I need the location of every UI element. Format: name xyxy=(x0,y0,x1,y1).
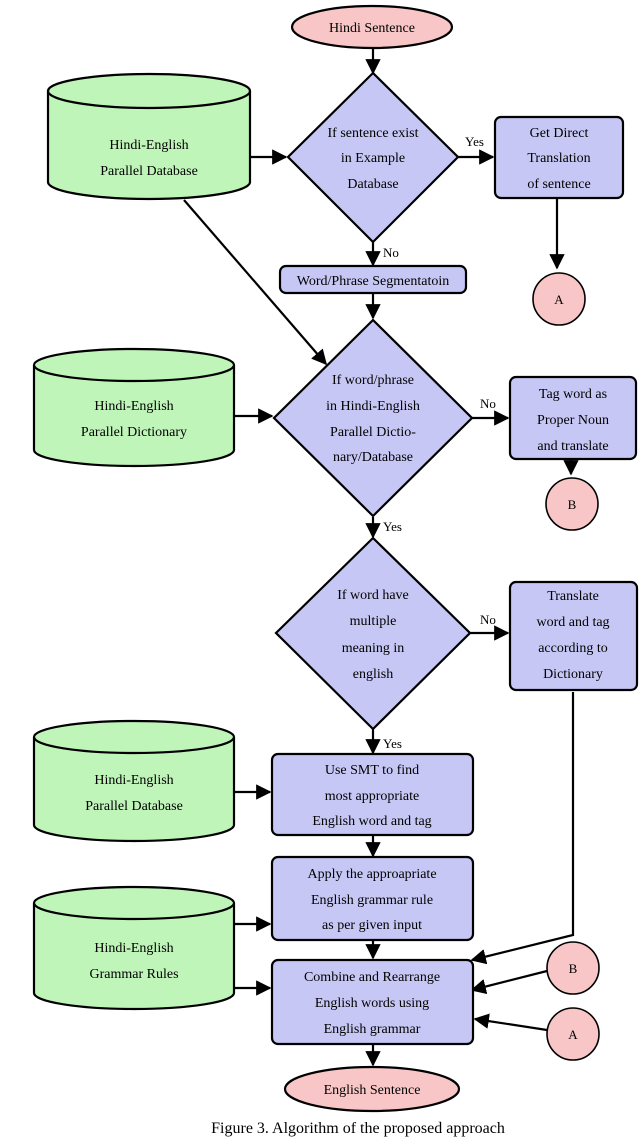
db2-label-line-2: Parallel Database xyxy=(85,799,183,814)
combine-line-1: Combine and Rearrange xyxy=(304,970,440,985)
connector-a-bottom-label: A xyxy=(568,1027,578,1042)
start-terminal: Hindi Sentence xyxy=(290,4,454,50)
edge-b-to-combine xyxy=(470,969,548,995)
connector-b-bottom: B xyxy=(546,941,600,995)
connector-a-bottom: A xyxy=(546,1007,600,1061)
rules-db-label-line-2: Grammar Rules xyxy=(89,967,178,982)
segmentation-box: Word/Phrase Segmentatoin xyxy=(278,264,468,295)
connector-b-top: B xyxy=(545,477,599,531)
end-label: English Sentence xyxy=(324,1083,421,1098)
translate-line-3: according to xyxy=(538,641,608,656)
db-grammar-rules: Hindi-English Grammar Rules xyxy=(32,885,236,1011)
translate-line-1: Translate xyxy=(547,589,599,604)
edge-label-no-3: No xyxy=(480,612,496,627)
end-terminal: English Sentence xyxy=(283,1065,461,1113)
edge-db1-to-dict-decision xyxy=(183,199,328,366)
grammar-line-2: English grammar rule xyxy=(311,893,433,908)
combine-box: Combine and Rearrange English words usin… xyxy=(270,958,475,1046)
edge-label-yes-3: Yes xyxy=(383,736,402,751)
edge-translate-to-combine xyxy=(470,692,575,965)
proper-line-3: and translate xyxy=(537,439,608,454)
start-label: Hindi Sentence xyxy=(329,21,415,36)
db-parallel-database-2: Hindi-English Parallel Database xyxy=(32,719,236,843)
use-smt-box: Use SMT to find most appropriate English… xyxy=(270,752,475,837)
db-parallel-dictionary: Hindi-English Parallel Dictionary xyxy=(32,347,236,468)
decision2-line-3: Parallel Dictio- xyxy=(330,425,416,440)
smt-line-3: English word and tag xyxy=(312,814,431,829)
combine-line-3: English grammar xyxy=(324,1022,421,1037)
dict-db-label-line-2: Parallel Dictionary xyxy=(81,425,187,440)
decision1-line-2: in Example xyxy=(341,151,405,166)
grammar-line-1: Apply the approapriate xyxy=(307,867,436,882)
edge-label-yes-1: Yes xyxy=(465,134,484,149)
translate-tag-box: Translate word and tag according to Dict… xyxy=(508,580,639,692)
direct-line-1: Get Direct xyxy=(530,126,589,141)
edge-label-yes-2: Yes xyxy=(383,519,402,534)
db1-label-line-1: Hindi-English xyxy=(109,138,188,153)
combine-line-2: English words using xyxy=(315,996,429,1011)
apply-grammar-box: Apply the approapriate English grammar r… xyxy=(270,855,475,942)
decision-dictionary: If word/phrase in Hindi-English Parallel… xyxy=(272,318,474,518)
rules-db-label-line-1: Hindi-English xyxy=(94,941,173,956)
decision-example-database: If sentence exist in Example Database xyxy=(286,71,460,244)
translate-line-4: Dictionary xyxy=(543,667,603,682)
grammar-line-3: as per given input xyxy=(322,918,422,933)
decision3-line-2: multiple xyxy=(350,614,397,629)
direct-translation-box: Get Direct Translation of sentence xyxy=(493,115,625,200)
direct-line-2: Translation xyxy=(527,151,590,166)
decision2-line-2: in Hindi-English xyxy=(326,399,420,414)
decision-multiple-meaning: If word have multiple meaning in english xyxy=(274,536,472,731)
decision1-line-3: Database xyxy=(347,177,398,192)
decision3-line-3: meaning in xyxy=(342,641,405,656)
edges xyxy=(183,48,579,1067)
db-parallel-database-1: Hindi-English Parallel Database xyxy=(46,72,252,201)
decision3-line-4: english xyxy=(353,667,393,682)
decision1-line-1: If sentence exist xyxy=(328,126,419,141)
decision2-line-1: If word/phrase xyxy=(332,373,414,388)
decision2-line-4: nary/Database xyxy=(333,450,413,465)
smt-line-1: Use SMT to find xyxy=(325,763,419,778)
segmentation-label: Word/Phrase Segmentatoin xyxy=(297,274,449,289)
translate-line-2: word and tag xyxy=(536,615,609,630)
proper-line-1: Tag word as xyxy=(539,387,607,402)
proper-noun-box: Tag word as Proper Noun and translate xyxy=(508,375,638,461)
edge-a-to-combine xyxy=(473,1013,548,1032)
proper-line-2: Proper Noun xyxy=(537,413,609,428)
db1-label-line-2: Parallel Database xyxy=(100,164,198,179)
db2-label-line-1: Hindi-English xyxy=(94,773,173,788)
edge-label-no-2: No xyxy=(480,396,496,411)
smt-line-2: most appropriate xyxy=(325,789,419,804)
connector-a-top: A xyxy=(532,272,586,326)
dict-db-label-line-1: Hindi-English xyxy=(94,399,173,414)
connector-b-bottom-label: B xyxy=(569,961,578,976)
edge-label-no-1: No xyxy=(383,245,399,260)
decision3-line-1: If word have xyxy=(337,588,409,603)
connector-a-top-label: A xyxy=(554,292,564,307)
direct-line-3: of sentence xyxy=(527,177,590,192)
figure-caption: Figure 3. Algorithm of the proposed appr… xyxy=(211,1120,505,1137)
connector-b-top-label: B xyxy=(568,497,577,512)
